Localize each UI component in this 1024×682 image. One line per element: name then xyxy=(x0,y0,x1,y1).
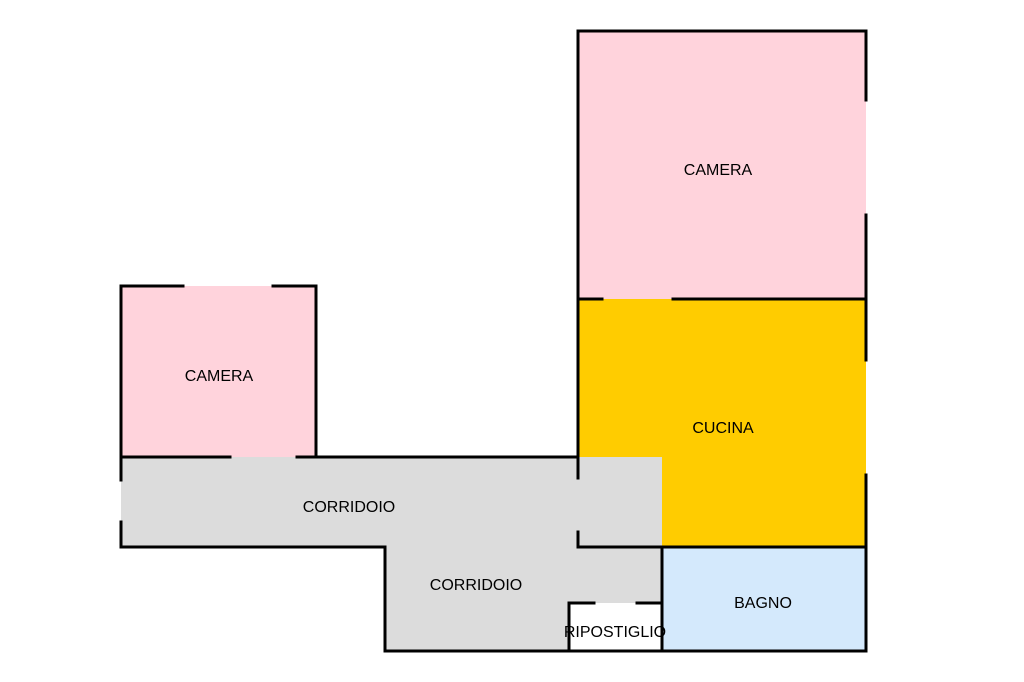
camera-left-room xyxy=(121,286,316,457)
camera-top-room xyxy=(578,31,866,299)
corridoio-upper-room xyxy=(121,457,578,547)
ripostiglio-label: RIPOSTIGLIO xyxy=(564,624,666,641)
camera-left-label: CAMERA xyxy=(185,368,254,385)
bagno-room xyxy=(662,547,866,651)
corridoio-lower-label: CORRIDOIO xyxy=(430,577,522,594)
bagno-label: BAGNO xyxy=(734,595,792,612)
corridoio-upper-label: CORRIDOIO xyxy=(303,499,395,516)
ripostiglio-room xyxy=(569,603,662,651)
cucina-label: CUCINA xyxy=(692,420,754,437)
walls xyxy=(119,29,868,653)
camera-top-label: CAMERA xyxy=(684,162,753,179)
